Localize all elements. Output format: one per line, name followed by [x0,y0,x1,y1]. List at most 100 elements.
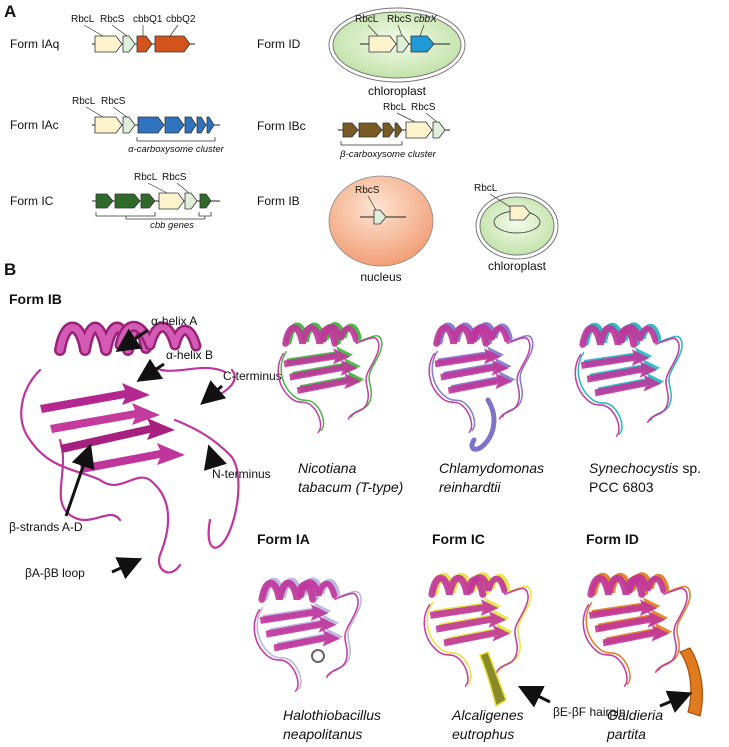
carboxysome-gene [394,122,403,138]
rbcl-gene [368,35,397,53]
nucleus-label: nucleus [360,270,401,284]
panel-b-label: B [4,260,16,279]
species-galdieria-line1: Galdieria [607,707,663,723]
structure-overlay-chlamydomonas [428,322,534,452]
chloroplast-label: chloroplast [368,84,427,98]
species-chlamydomonas-line1: Chlamydomonas [439,460,544,476]
structure-overlay-galdieria [582,572,703,717]
species-synechocystis-line1: Synechocystis sp. [589,460,701,476]
carboxysome-gene [184,116,197,134]
carboxysome-gene [164,116,185,134]
operon-form-id: Form ID RbcL RbcS cbbX chloroplast [257,7,466,98]
form-ic-structure-title: Form IC [432,531,485,547]
gene-label-rbcl: RbcL [134,172,158,183]
cbb-gene [140,193,156,209]
gene-label-rbcl: RbcL [355,14,379,25]
gene-label-rbcs: RbcS [162,172,187,183]
form-ib-a-title: Form IB [257,194,300,208]
form-ib-chain [253,579,359,693]
gene-label-rbcs: RbcS [101,96,126,107]
carboxysome-gene [196,116,207,134]
carboxysome-gene [137,116,165,134]
form-ib-chain [423,574,529,688]
beta-hairpin [679,647,703,717]
form-iac-title: Form IAc [10,118,59,132]
species-alcaligenes-line1: Alcaligenes [451,707,524,723]
gene-label-cbbx: cbbX [414,14,437,25]
form-ib-chain [582,574,688,688]
chloroplast-label: chloroplast [488,259,547,273]
carboxysome-gene [382,122,395,138]
annotation-helix-a: α-helix A [151,314,197,328]
annotation-arrow [200,380,227,405]
cbb-gene [95,193,114,209]
annotation-n-terminus: N-terminus [212,467,271,481]
chloroplast-outer-membrane [328,7,466,83]
cbbq2-gene [154,35,191,53]
gene-label-rbcl: RbcL [72,96,96,107]
operon-form-iaq: Form IAq RbcL RbcS cbbQ1 cbbQ2 [10,14,196,53]
species-chlamydomonas-line2: reinhardtii [439,479,501,495]
form-ib-chain [277,324,380,434]
cbb-genes-label: cbb genes [150,220,194,231]
panel-a-label: A [4,2,16,21]
carboxysome-gene [358,122,383,138]
species-galdieria-line2: partita [606,726,646,742]
structure-overlay-nicotiana [277,322,383,434]
annotation-beta-strands: β-strands A-D [9,520,83,534]
extension-helix [469,397,497,452]
form-ib-chain [428,324,531,434]
annotation-c-terminus: C-terminus [223,369,282,383]
gene-label-cbbq2: cbbQ2 [166,14,196,25]
annotation-arrow [203,444,227,471]
annotation-arrow [115,328,149,353]
gene-label-rbcl: RbcL [71,14,95,25]
structure-overlay-synechocystis [574,322,683,438]
gene-label-rbcs: RbcS [100,14,125,25]
carboxysome-gene [206,116,215,134]
form-ib-structure [20,320,240,574]
annotation-helix-b: α-helix B [166,348,213,362]
beta-carboxysome-cluster-label: β-carboxysome cluster [339,149,437,160]
chloroplast-outer-membrane [475,192,559,260]
annotation-loop: βA-βB loop [25,566,85,580]
beta-hairpin [479,651,507,708]
rbcl-gene [158,192,185,210]
rbcl-gene [509,205,531,221]
rbcs-gene [122,116,136,134]
operon-form-ibc: Form IBc RbcL RbcS β-carboxysome cluster [257,102,450,160]
species-halothiobacillus-line1: Halothiobacillus [283,707,381,723]
cbb-gene [114,193,141,209]
rbcl-gene [94,116,123,134]
gene-label-cbbq1: cbbQ1 [133,14,163,25]
operon-form-ib: Form IB RbcS nucleus RbcL chloroplast [257,175,559,284]
annotation-arrow [517,685,551,708]
species-halothiobacillus-line2: neapolitanus [283,726,362,742]
operon-form-ic: Form IC RbcL RbcS cbb genes [10,172,220,231]
rbcl-gene [94,35,123,53]
form-iaq-title: Form IAq [10,37,59,51]
species-nicotiana-line2: tabacum (T-type) [298,479,403,495]
annotation-arrow [136,358,165,382]
cbbq1-gene [136,35,153,53]
annotations: α-helix A α-helix B C-terminus N-terminu… [9,314,282,580]
cbb-gene [199,193,212,209]
form-ibc-title: Form IBc [257,119,306,133]
alpha-carboxysome-cluster-label: α-carboxysome cluster [128,144,225,155]
gene-label-rbcs: RbcS [387,14,412,25]
species-synechocystis-genus: Synechocystis [589,460,678,476]
form-ib-structure-title: Form IB [9,291,62,307]
rbcs-gene [184,192,198,210]
rbcs-gene [373,209,387,225]
annotation-arrow [659,690,693,713]
cbbx-gene [410,35,435,53]
rbcs-gene [432,121,446,139]
form-ic-title: Form IC [10,194,54,208]
rbcl-gene [405,121,433,139]
form-ia-title: Form IA [257,531,310,547]
species-synechocystis-line2: PCC 6803 [589,479,654,495]
form-ib-chain [574,324,680,438]
form-id-structure-title: Form ID [586,531,639,547]
chloroplast-compartment [479,196,555,256]
structure-overlay-halothiobacillus [253,577,362,693]
